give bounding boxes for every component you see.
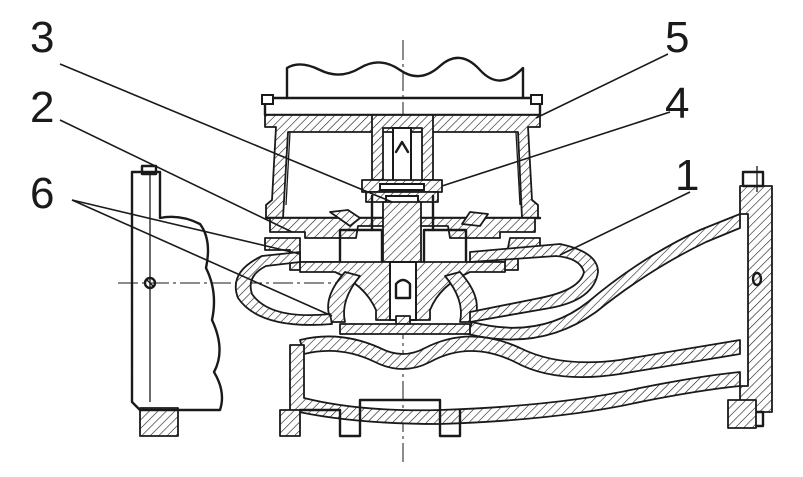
callout-label-5: 5 — [665, 13, 689, 62]
suction-flange — [130, 164, 224, 412]
motor — [261, 56, 543, 117]
leader-5 — [535, 53, 669, 119]
impeller — [299, 201, 506, 325]
callout-label-2: 2 — [30, 83, 54, 132]
centerlines — [118, 40, 404, 462]
leader-6a — [71, 199, 301, 255]
callout-label-6: 6 — [30, 169, 54, 218]
leader-4 — [441, 111, 671, 187]
discharge-flange — [727, 166, 773, 429]
callout-label-3: 3 — [30, 13, 54, 62]
leader-lines — [59, 53, 691, 317]
callout-labels: 3 2 6 5 4 1 — [30, 13, 699, 218]
motor-shaft-housing — [371, 114, 434, 187]
base-feet — [139, 398, 462, 438]
leader-1 — [559, 191, 691, 256]
leader-3 — [59, 63, 393, 203]
volute-casing — [234, 213, 741, 425]
callout-label-1: 1 — [675, 151, 699, 200]
leader-6b — [71, 199, 333, 317]
leader-2 — [59, 119, 293, 233]
callout-label-4: 4 — [665, 79, 689, 128]
